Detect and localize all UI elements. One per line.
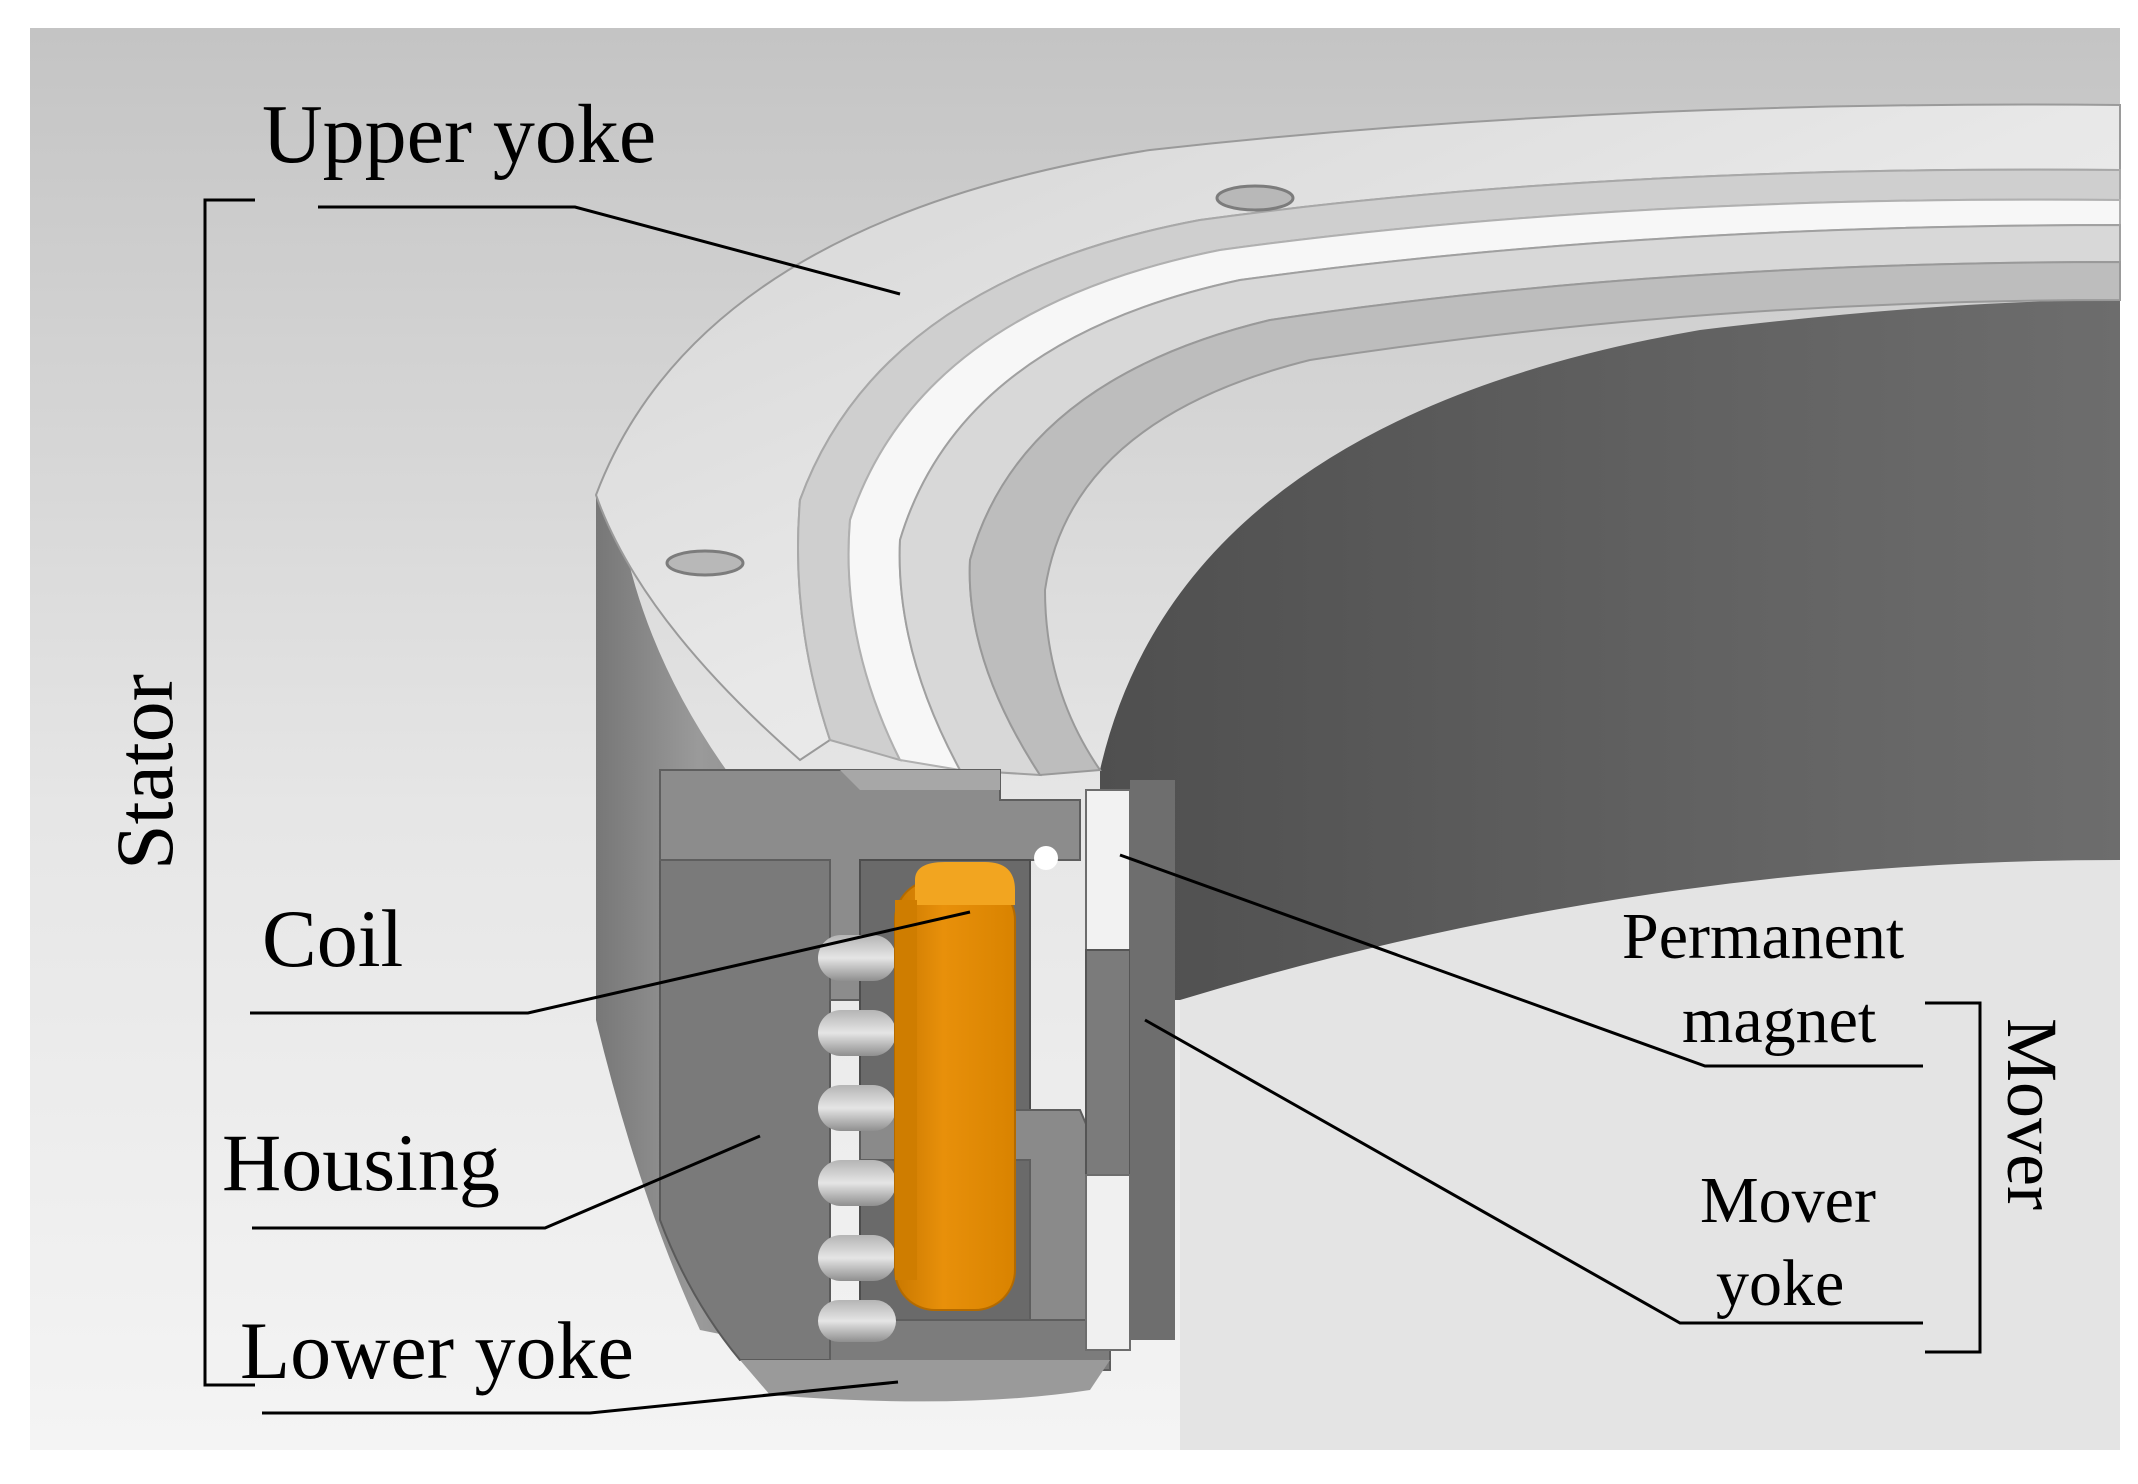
stator-bracket	[203, 198, 255, 1387]
mover-bracket	[1925, 1001, 1982, 1354]
housing-bump	[818, 1085, 896, 1131]
lower-yoke-bottom	[740, 1360, 1110, 1402]
inner-bore-floor	[1180, 860, 2120, 1450]
housing-bumps	[818, 935, 896, 1342]
mounting-hole-2	[665, 549, 745, 577]
upper-yoke-section-top	[660, 770, 1000, 790]
label-permanent-magnet-line1: Permanent	[1622, 900, 1904, 973]
leader-lines	[250, 205, 1923, 1415]
label-mover-yoke-line2: yoke	[1716, 1247, 1844, 1320]
coil-leader	[250, 910, 971, 1015]
label-upper-yoke: Upper yoke	[262, 88, 656, 181]
label-permanent-magnet-line2: magnet	[1682, 984, 1876, 1057]
mounting-hole-1	[1215, 184, 1295, 212]
housing-bump	[818, 1160, 896, 1206]
housing-bump	[818, 1300, 896, 1342]
coil-top-cap	[915, 862, 1015, 905]
label-mover: Mover	[1992, 1018, 2072, 1210]
ring-band-4	[968, 260, 2121, 777]
label-coil: Coil	[262, 893, 403, 984]
housing-section	[659, 769, 831, 1361]
housing-bump	[818, 935, 896, 981]
label-stator: Stator	[99, 674, 190, 870]
bearing-dot	[1034, 846, 1058, 870]
permanent-magnet	[1085, 789, 1131, 951]
upper-yoke-leader	[318, 205, 901, 296]
mover-yoke	[1085, 949, 1131, 1176]
label-lower-yoke: Lower yoke	[240, 1305, 634, 1396]
mover-inner-face	[1130, 780, 1175, 1340]
mover-yoke-leader	[1144, 1018, 1923, 1325]
label-housing: Housing	[222, 1117, 500, 1208]
housing-bump	[818, 1235, 896, 1281]
permanent-magnet-leader	[1119, 853, 1923, 1068]
housing-leader	[252, 1134, 761, 1230]
inner-wall	[1100, 300, 2120, 1000]
lower-yoke-leader	[262, 1380, 899, 1415]
housing-bump	[818, 1010, 896, 1056]
mover-yoke-lower	[1085, 1174, 1131, 1351]
coil-left-edge	[895, 900, 917, 1280]
label-mover-yoke-line1: Mover	[1700, 1164, 1876, 1237]
